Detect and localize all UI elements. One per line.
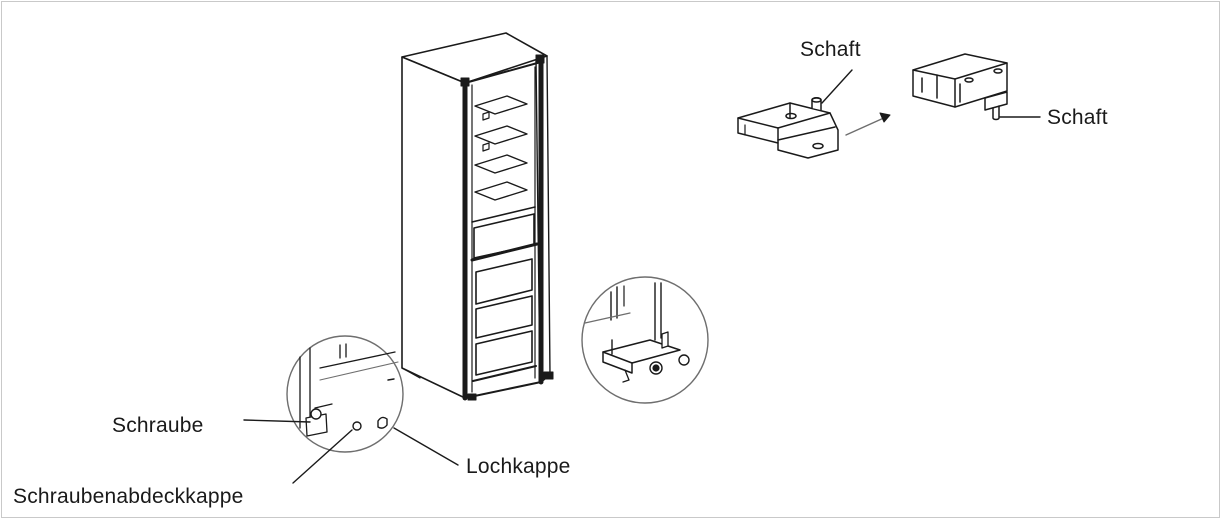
fridge-shelves [474, 95, 528, 201]
hinge-part-left [737, 97, 839, 159]
label-lochkappe: Lochkappe [466, 455, 571, 478]
label-schaft-right: Schaft [1047, 106, 1108, 129]
label-schraubenabdeckkappe: Schraubenabdeckkappe [13, 485, 244, 508]
hinge-part-right [912, 53, 1008, 121]
label-schraube: Schraube [112, 414, 204, 437]
fridge-front-bottom [464, 381, 542, 399]
label-schaft-top: Schaft [800, 38, 861, 61]
leader-lines [243, 69, 1041, 484]
arrow-transfer [845, 112, 891, 136]
fridge-drawing [401, 32, 554, 401]
fridge-left-side [401, 56, 466, 399]
leader-schaft-top [821, 69, 853, 104]
leader-lochkappe [393, 427, 459, 466]
leader-schraubenabdeckkappe [292, 429, 353, 484]
leader-schraube [243, 419, 311, 423]
bottom-right-detail-circle [581, 276, 709, 404]
freezer-drawers [472, 258, 537, 382]
fridge-front-top [464, 61, 542, 84]
bottom-left-detail-circle [286, 335, 404, 453]
